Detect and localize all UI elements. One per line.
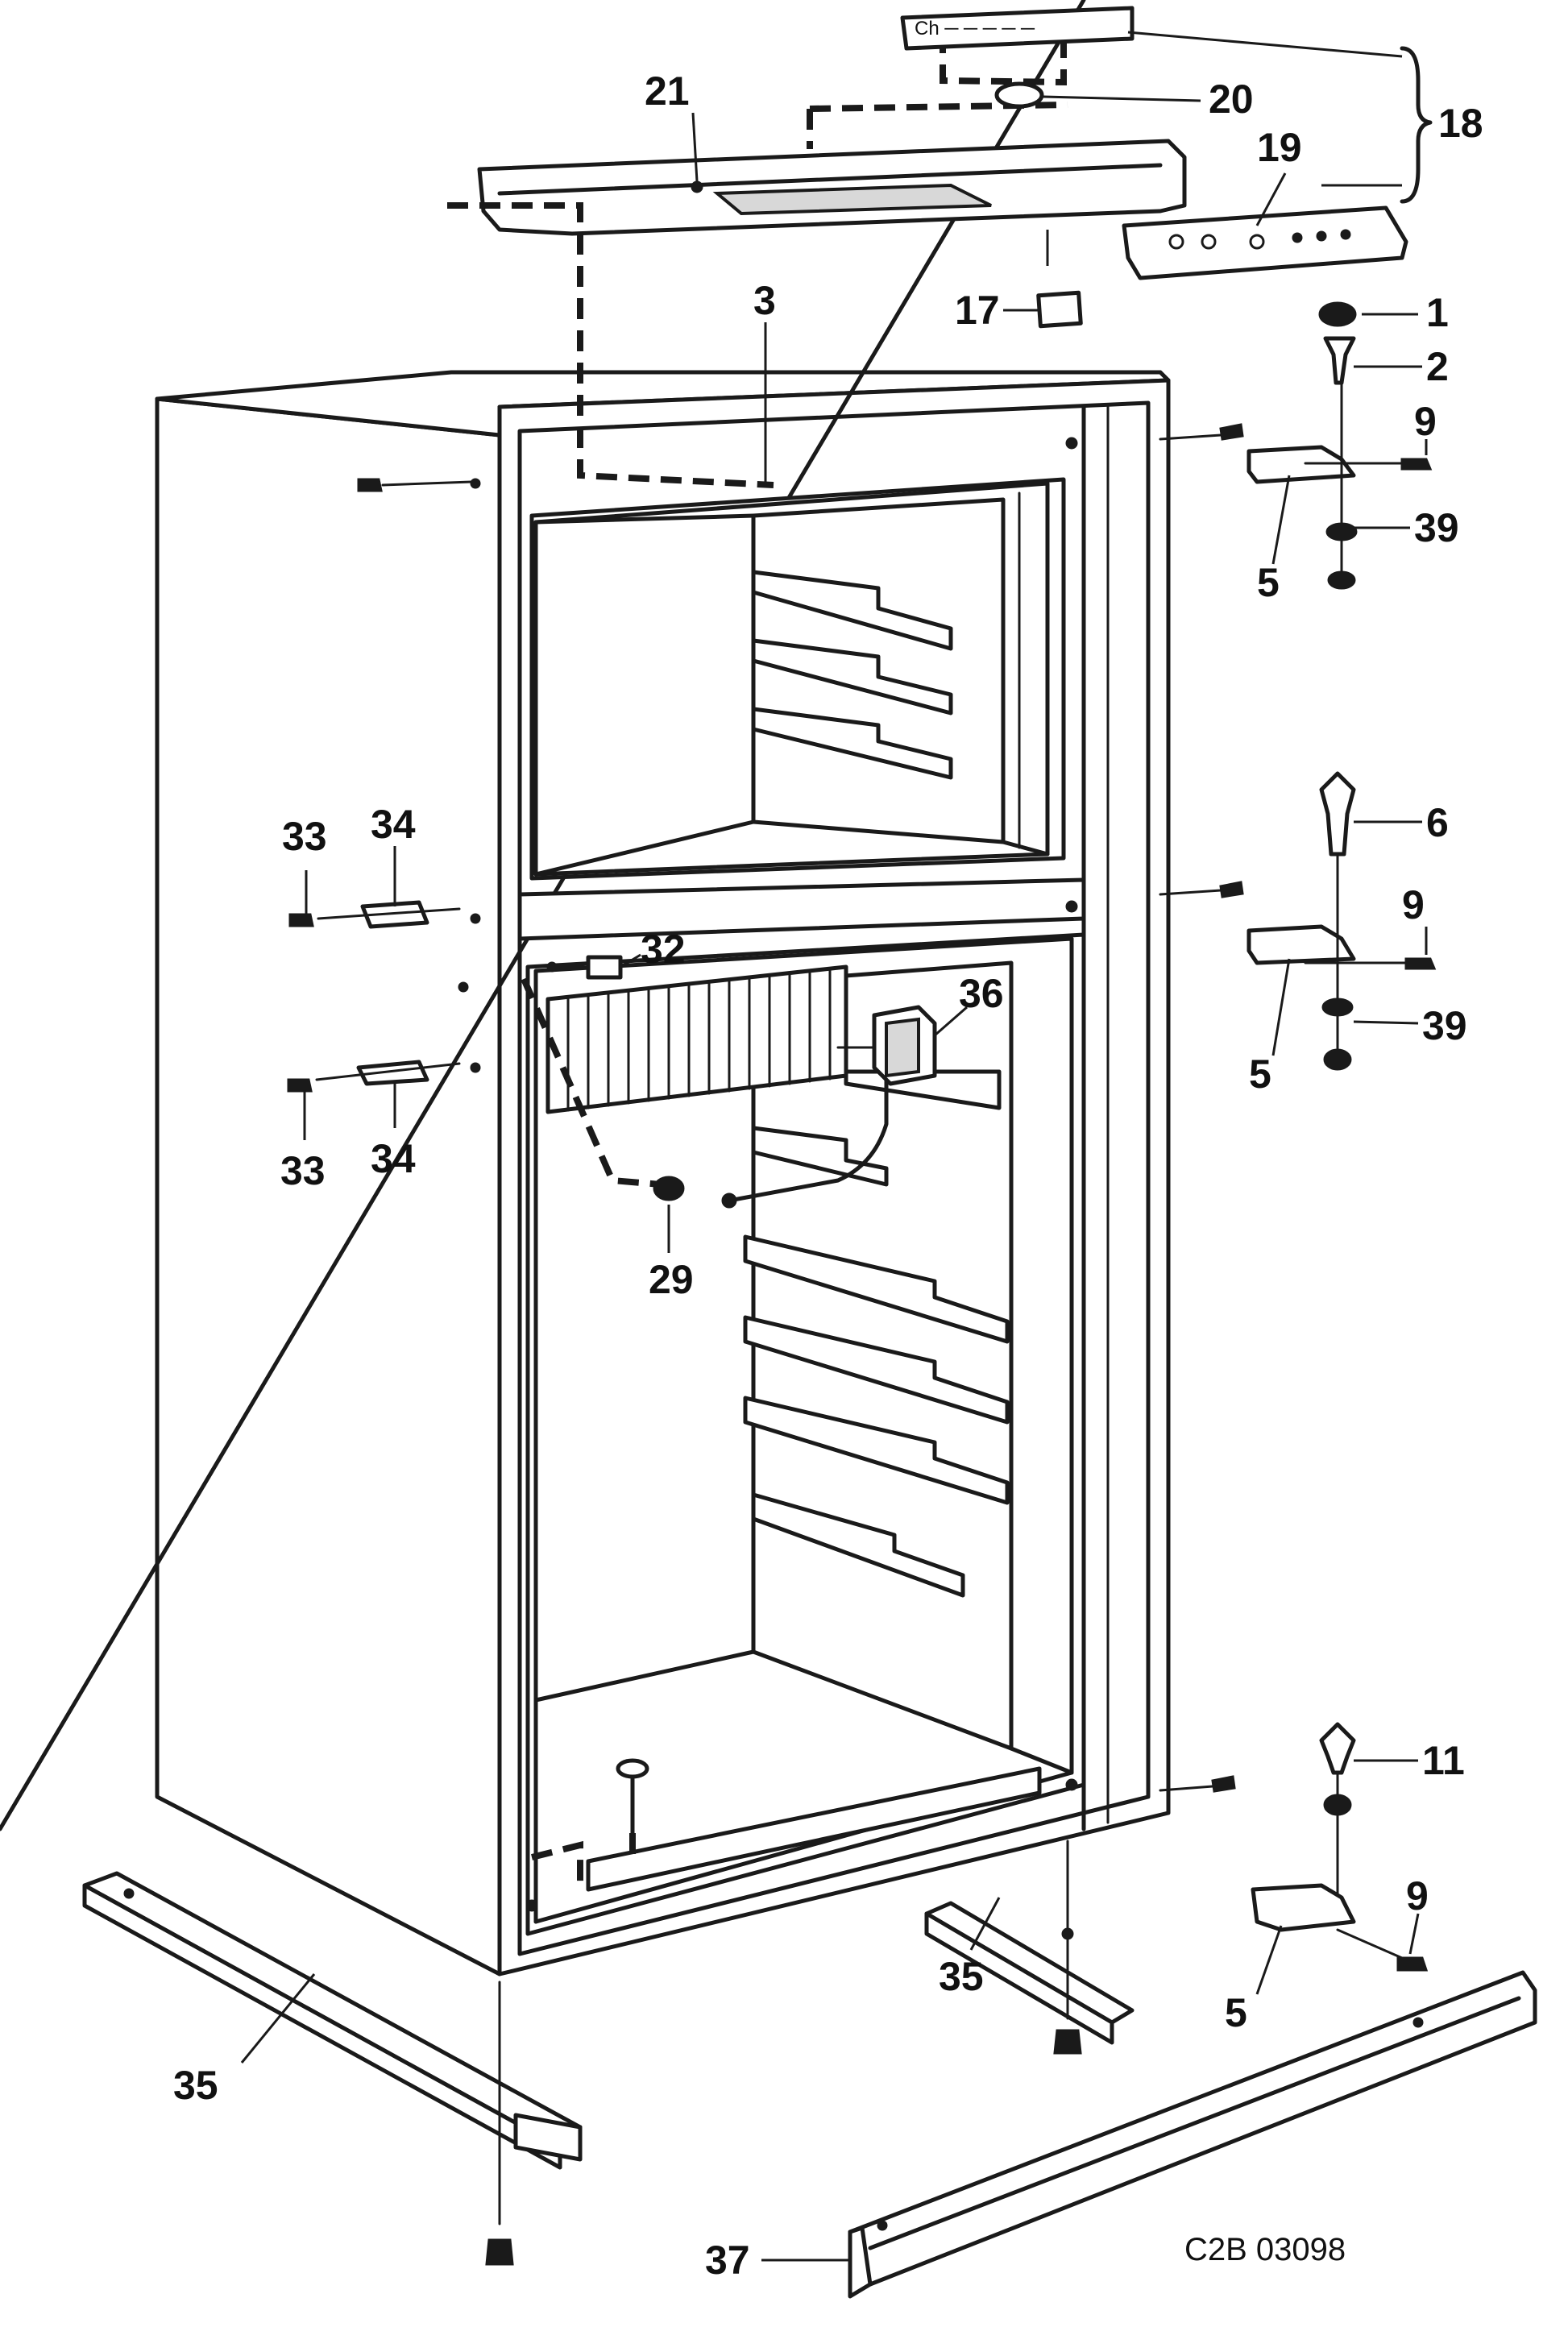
cap-part-1: [1318, 301, 1357, 327]
callout-5-top: 5: [1257, 560, 1280, 605]
bottom-hinge-assembly: [1159, 1722, 1429, 1972]
top-hinge-assembly: [1159, 301, 1433, 590]
hinge-bottom-part-5: [1251, 1883, 1356, 1932]
door-stop-lower: [287, 1060, 461, 1093]
callout-39-middle: 39: [1422, 1003, 1467, 1048]
callout-9-bottom: 9: [1406, 1873, 1429, 1918]
cabinet-left-side: [155, 396, 502, 1976]
callout-18: 18: [1438, 101, 1483, 146]
callout-1: 1: [1426, 290, 1449, 335]
hinge-top-part-5: [1247, 445, 1356, 484]
callout-34-upper: 34: [371, 802, 416, 847]
callout-6: 6: [1426, 800, 1449, 845]
left-screw: [357, 478, 473, 492]
control-panel-part-19: [1122, 205, 1408, 280]
fresh-food-compartment: [525, 932, 1086, 1936]
callout-3: 3: [753, 278, 776, 323]
callout-labels: 1 2 3 5 5 5 6 9 9 9 11 17 18 19 20 21 29…: [173, 68, 1483, 2283]
compartment-divider: [517, 877, 1086, 941]
callout-32: 32: [641, 927, 686, 972]
callout-9-middle: 9: [1402, 882, 1425, 927]
callout-33-lower: 33: [280, 1148, 326, 1193]
lamp-part-20: [994, 81, 1044, 109]
callout-9-top: 9: [1414, 399, 1437, 444]
top-trim-part-21: [477, 139, 1187, 236]
plug-part-29: [653, 1176, 685, 1201]
screw-part-32: [550, 955, 623, 980]
leader-lines: [240, 95, 1428, 2262]
freezer-compartment: [529, 477, 1066, 881]
kickplate-part-37: [848, 1970, 1537, 2299]
callout-29: 29: [649, 1257, 694, 1302]
callout-20: 20: [1209, 77, 1254, 122]
callout-2: 2: [1426, 344, 1449, 389]
top-trim-assembly: Ch ─ ─ ─ ─ ─: [447, 6, 1433, 488]
callout-5-bottom: 5: [1225, 1990, 1247, 2035]
callout-36: 36: [959, 971, 1004, 1016]
hinge-middle-part-5: [1247, 924, 1356, 965]
leveling-foot-left: [485, 1981, 514, 2266]
interior-screw: [531, 1758, 649, 1885]
svg-text:Ch ─ ─ ─ ─ ─: Ch ─ ─ ─ ─ ─: [915, 18, 1035, 39]
middle-hinge-assembly: [1159, 771, 1437, 1071]
evaporator-fins: [545, 964, 848, 1114]
callout-11: 11: [1422, 1738, 1465, 1783]
callout-37: 37: [705, 2238, 750, 2283]
base-rail-left-part-35: [82, 1871, 583, 2170]
callout-34-lower: 34: [371, 1136, 416, 1181]
callout-17: 17: [955, 288, 1000, 333]
leveling-foot-right: [1053, 1840, 1082, 2055]
control-strip: [900, 6, 1135, 51]
callout-33-upper: 33: [282, 814, 327, 859]
drawing-code: C2B 03098: [1184, 2232, 1346, 2267]
callout-5-middle: 5: [1249, 1052, 1271, 1097]
door-stop-upper: [288, 900, 461, 929]
thermostat-part-36: [836, 1005, 937, 1086]
callout-35-right: 35: [939, 1954, 984, 1999]
callout-35-left: 35: [173, 2063, 218, 2108]
callout-21: 21: [645, 68, 690, 114]
label-part-17: [1036, 290, 1083, 329]
callout-19: 19: [1257, 125, 1302, 170]
callout-39-upper: 39: [1414, 505, 1459, 550]
